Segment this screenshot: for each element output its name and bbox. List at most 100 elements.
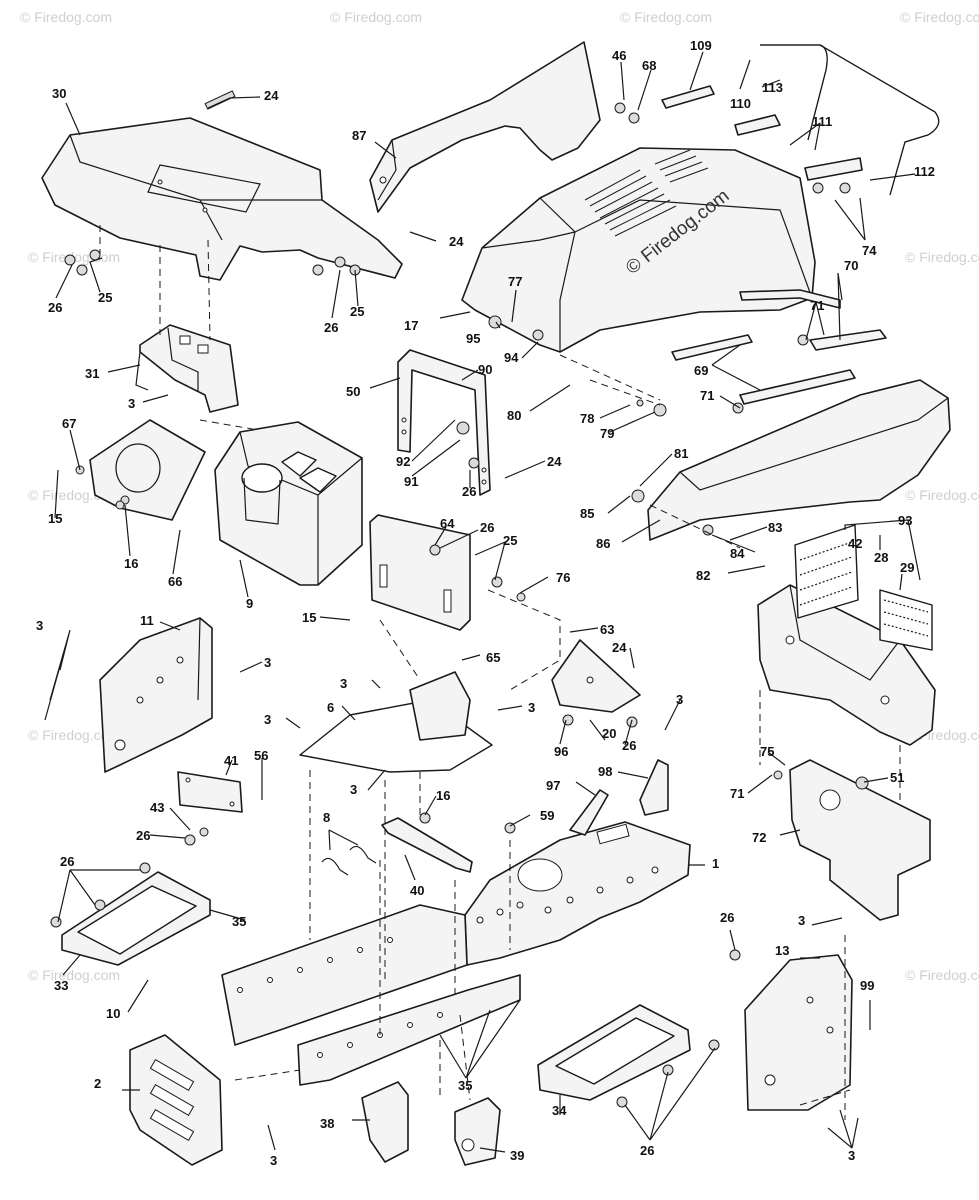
callout-112: 112 [914,164,935,179]
callout-94: 94 [504,350,519,365]
callout-77: 77 [508,274,522,289]
callout-85: 85 [580,506,594,521]
callout-26: 26 [640,1143,654,1158]
callout-110: 110 [730,96,751,111]
part-34-footrest [537,1004,691,1101]
part-64-panel [369,514,471,631]
watermark-tile: © Firedog.com [905,249,979,265]
callout-92: 92 [396,454,410,469]
callout-16: 16 [436,788,450,803]
callout-64: 64 [440,516,455,531]
callout-1: 1 [712,856,719,871]
callout-51: 51 [890,770,904,785]
callout-67: 67 [62,416,76,431]
callout-74: 74 [862,243,877,258]
callout-16: 16 [124,556,138,571]
callout-24: 24 [449,234,464,249]
part-13-side-plate [744,954,853,1111]
part-6-plate [299,671,493,773]
callout-26: 26 [462,484,476,499]
callout-90: 90 [478,362,492,377]
callout-40: 40 [410,883,424,898]
part-98-bracket [639,759,669,816]
watermark-tile: © Firedog.com [28,967,120,983]
part-28-grille [757,584,936,746]
callout-3: 3 [350,782,357,797]
callout-39: 39 [510,1148,524,1163]
callout-28: 28 [874,550,888,565]
leader-lines [44,51,921,1153]
callout-3: 3 [676,692,683,707]
callout-33: 33 [54,978,68,993]
callout-109: 109 [690,38,712,53]
watermark-tile: © Firedog.com [905,487,979,503]
callout-98: 98 [598,764,612,779]
callout-26: 26 [136,828,150,843]
callout-6: 6 [327,700,334,715]
callout-69: 69 [694,363,708,378]
part-87-hood-top [369,41,601,213]
callout-15: 15 [48,511,62,526]
hood-vents [584,149,709,237]
part-42-screen [794,524,859,619]
watermark-tile: © Firedog.com [20,9,112,25]
callout-20: 20 [602,726,616,741]
watermark-tiles: © Firedog.com © Firedog.com © Firedog.co… [20,9,979,983]
callout-71: 71 [730,786,744,801]
part-50-bracket [397,349,491,496]
callout-26: 26 [48,300,62,315]
callout-3: 3 [264,655,271,670]
callout-11: 11 [140,613,154,628]
part-39-bracket [454,1097,501,1166]
callout-46: 46 [612,48,626,63]
part-109-strap [661,85,715,109]
callout-35: 35 [458,1078,472,1093]
callout-99: 99 [860,978,874,993]
callout-labels: 30 24 26 25 26 25 31 3 67 15 16 66 9 87 … [36,38,935,1168]
part-1-main-frame [221,821,691,1086]
part-38-bracket [361,1081,409,1163]
callout-111: 111 [812,114,832,129]
callout-87: 87 [352,128,366,143]
callout-43: 43 [150,800,164,815]
callout-25: 25 [350,304,364,319]
callout-24: 24 [264,88,279,103]
callout-3: 3 [528,700,535,715]
callout-25: 25 [503,533,517,548]
callout-24: 24 [547,454,562,469]
frame-holes [237,866,659,1058]
callout-31: 31 [85,366,99,381]
callout-72: 72 [752,830,766,845]
callout-8: 8 [323,810,330,825]
part-86-bumper [647,379,951,541]
callout-75: 75 [760,744,774,759]
part-2-rear-plate [129,1034,223,1166]
watermark-tile: © Firedog.com [330,9,422,25]
callout-97: 97 [546,778,560,793]
callout-3: 3 [270,1153,277,1168]
assembly-lines [99,225,901,1120]
callout-71: 71 [700,388,714,403]
callout-13: 13 [775,943,789,958]
part-33-footrest [61,871,211,966]
callout-81: 81 [674,446,688,461]
part-29-screen [879,589,933,651]
callout-17: 17 [404,318,418,333]
callout-3: 3 [798,913,805,928]
callout-26: 26 [480,520,494,535]
callout-42: 42 [848,536,862,551]
part-41-plate [177,771,243,813]
callout-70: 70 [844,258,858,273]
callout-41: 41 [224,753,238,768]
callout-65: 65 [486,650,500,665]
callout-66: 66 [168,574,182,589]
part-97-bracket [569,789,609,836]
callout-25: 25 [98,290,112,305]
callout-93: 93 [898,513,912,528]
callout-2: 2 [94,1076,101,1091]
callout-10: 10 [106,1006,120,1021]
callout-3: 3 [128,396,135,411]
part-66-cover [89,419,206,521]
part-113-handle [734,44,940,196]
callout-26: 26 [622,738,636,753]
